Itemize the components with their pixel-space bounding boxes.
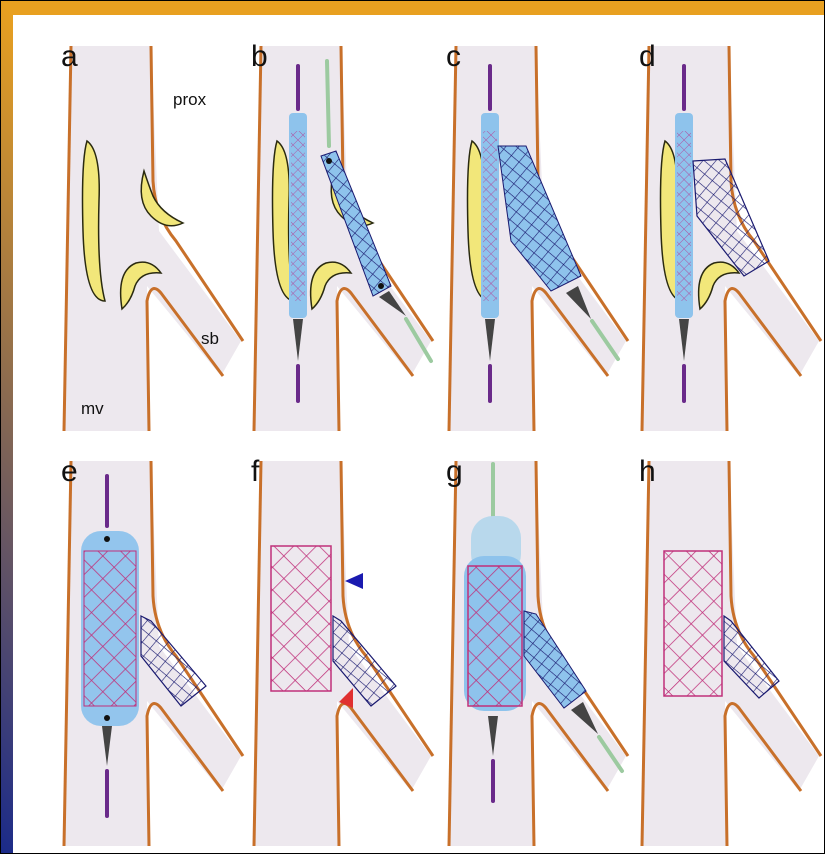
main-vessel-stent — [84, 551, 136, 706]
main-vessel-stent — [677, 131, 691, 301]
balloon-marker — [378, 283, 384, 289]
label-prox: prox — [173, 90, 207, 109]
panel-label-e: e — [61, 455, 78, 488]
panel-label-a: a — [61, 40, 78, 73]
balloon-marker — [326, 158, 332, 164]
label-mv: mv — [81, 399, 104, 418]
panel-label-d: d — [639, 40, 656, 73]
main-vessel-stent — [483, 131, 497, 301]
panel-label-h: h — [639, 455, 656, 488]
panel-label-f: f — [251, 455, 260, 488]
guidewire — [327, 61, 329, 146]
main-vessel-stent — [271, 546, 331, 691]
main-vessel-stent — [468, 566, 522, 706]
label-sb: sb — [201, 329, 219, 348]
panel-label-b: b — [251, 40, 268, 73]
main-vessel-stent — [664, 551, 722, 696]
panel-label-g: g — [446, 455, 463, 488]
panel-label-c: c — [446, 40, 461, 73]
balloon-marker — [104, 715, 110, 721]
balloon-marker — [104, 536, 110, 542]
main-vessel-stent — [291, 131, 305, 301]
